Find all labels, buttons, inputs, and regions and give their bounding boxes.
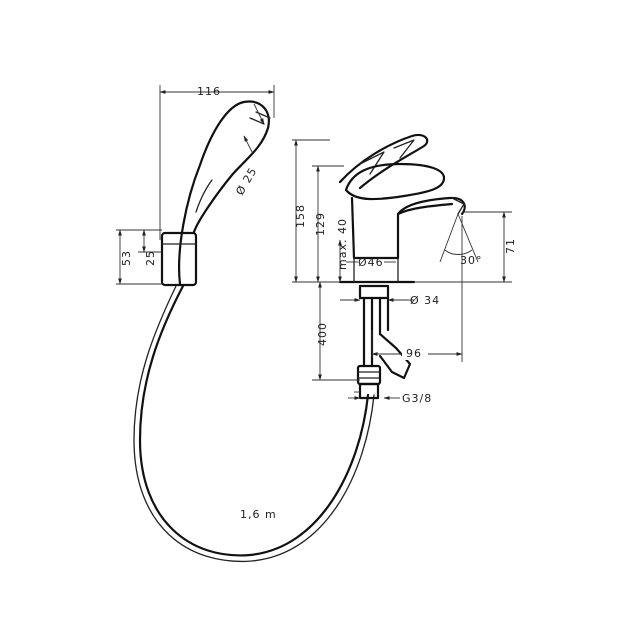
label-hose-length: 1,6 m <box>240 508 277 521</box>
dim-shower-diameter: Ø 25 <box>233 103 265 198</box>
dim-tap-heights: 158 129 max. 40 <box>292 139 349 283</box>
hand-shower <box>178 100 271 286</box>
label-thread: G3/8 <box>402 392 432 405</box>
label-base-diameter: Ø46 <box>358 256 384 269</box>
dim-holder: 53 25 <box>116 229 162 285</box>
label-25: 25 <box>144 250 157 266</box>
shower-hose <box>133 284 375 563</box>
label-129: 129 <box>314 212 327 236</box>
label-max-40: max. 40 <box>336 218 349 270</box>
label-158: 158 <box>294 204 307 228</box>
shower-holder <box>160 231 198 287</box>
dim-shank-diameter: Ø 34 <box>340 294 440 307</box>
label-30-deg: 30° <box>460 254 483 267</box>
dim-400: 400 <box>312 281 360 381</box>
label-116: 116 <box>197 85 221 98</box>
dim-base-diameter: Ø46 <box>346 256 396 269</box>
label-96: 96 <box>406 347 422 360</box>
tap-connections <box>356 284 412 400</box>
dim-96: 96 <box>371 216 463 362</box>
label-71: 71 <box>504 238 517 254</box>
label-shank-diameter: Ø 34 <box>410 294 440 307</box>
dim-116: 116 <box>159 85 275 240</box>
label-53: 53 <box>120 250 133 266</box>
dim-spout: 71 30° <box>414 211 517 283</box>
dim-thread: G3/8 <box>348 391 432 405</box>
label-400: 400 <box>316 322 329 346</box>
